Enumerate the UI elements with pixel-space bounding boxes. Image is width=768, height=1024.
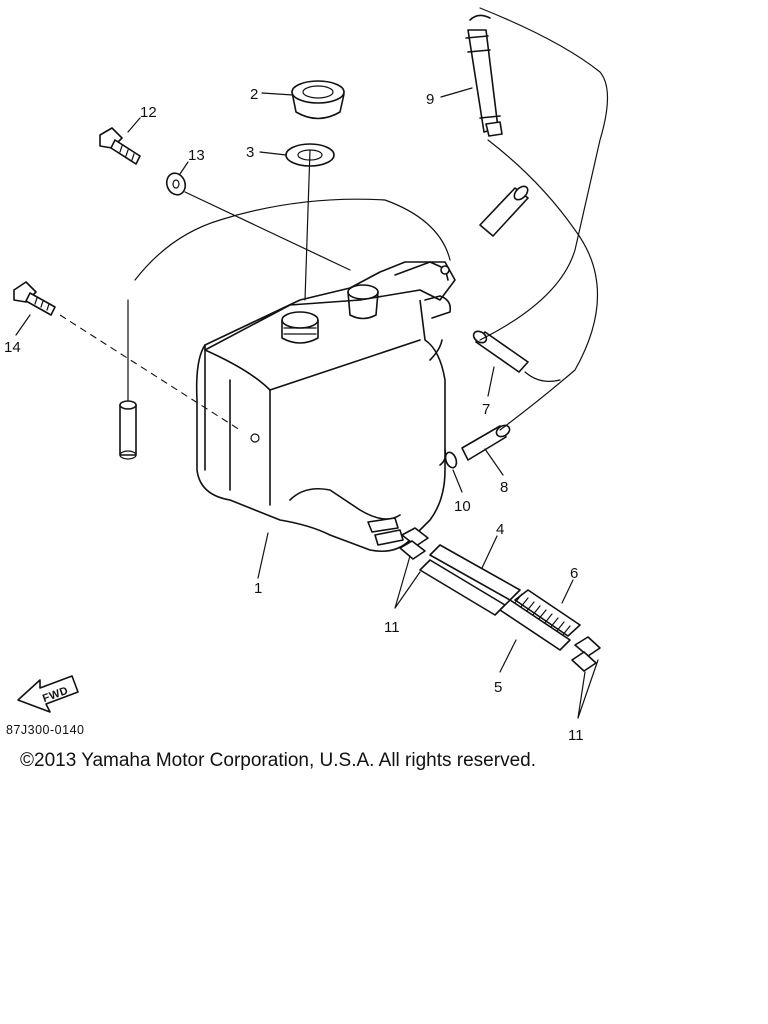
- callout-6: 6: [570, 565, 578, 582]
- washer-13: [165, 172, 187, 196]
- bolt-14: [13, 281, 56, 316]
- callout-5: 5: [494, 679, 502, 696]
- callout-8: 8: [500, 479, 508, 496]
- callout-7: 7: [482, 401, 490, 418]
- bolt-12: [99, 127, 141, 165]
- copyright-notice: ©2013 Yamaha Motor Corporation, U.S.A. A…: [20, 750, 536, 771]
- drawing-code: 87J300-0140: [6, 723, 84, 737]
- callouts: 2 3 9 12 13 14 1 4 6 5 7 8 10 11 11: [4, 86, 584, 740]
- callout-11-lower: 11: [568, 727, 584, 740]
- callout-12: 12: [140, 104, 157, 121]
- oil-tank: [195, 261, 456, 553]
- callout-11-upper: 11: [384, 619, 400, 636]
- callout-14: 14: [4, 339, 21, 356]
- exploded-parts-diagram: 2 3 9 12 13 14 1 4 6 5 7 8 10 11 11 FWD …: [4, 7, 609, 740]
- callout-10: 10: [454, 498, 471, 515]
- callout-13: 13: [188, 147, 205, 164]
- leader-lines: [15, 87, 599, 719]
- callout-3: 3: [246, 144, 254, 161]
- callout-1: 1: [254, 580, 262, 597]
- callout-2: 2: [250, 86, 258, 103]
- fwd-arrow-icon: FWD: [17, 675, 79, 713]
- callout-4: 4: [496, 521, 504, 538]
- hoses: [59, 7, 609, 672]
- tank-cap: [291, 80, 345, 120]
- pipe-9: [465, 14, 503, 137]
- callout-9: 9: [426, 91, 434, 108]
